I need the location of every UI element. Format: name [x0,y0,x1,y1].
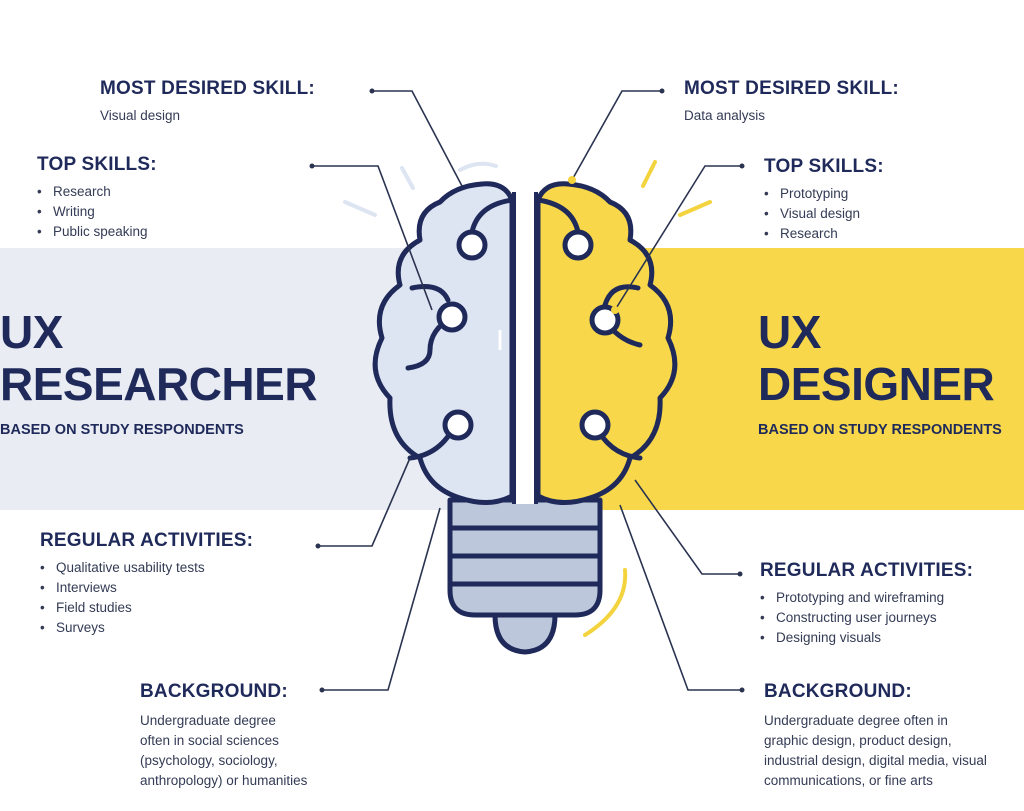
researcher-activities-block: REGULAR ACTIVITIES: Qualitative usabilit… [40,530,253,638]
ray-right-2 [678,200,712,217]
designer-role-block: UX DESIGNER BASED ON STUDY RESPONDENTS [758,306,1002,438]
researcher-top-skills-block: TOP SKILLS: Research Writing Public spea… [37,154,157,242]
ray-left-2 [343,200,377,217]
list-item: Qualitative usability tests [40,558,253,578]
connector-activities-right [634,479,740,575]
designer-background-heading: BACKGROUND: [764,681,912,702]
designer-role-line2: DESIGNER [758,358,995,410]
text-line: (psychology, sociology, [140,753,278,768]
researcher-desired-block: MOST DESIRED SKILL: Visual design [100,78,315,123]
brain-right-hemisphere [535,181,678,505]
designer-activities-block: REGULAR ACTIVITIES: Prototyping and wire… [760,560,973,648]
text-line: industrial design, digital media, visual [764,753,987,768]
list-item: Interviews [40,578,253,598]
list-item: Designing visuals [760,628,973,648]
designer-role-line1: UX [758,306,821,358]
researcher-role-line2: RESEARCHER [0,358,318,410]
researcher-desired-value: Visual design [100,108,181,123]
connector-desired-left [372,90,463,187]
ray-right-1 [641,160,657,188]
connector-activities-left [318,457,411,547]
researcher-background-heading: BACKGROUND: [140,681,288,702]
light-rays [343,160,712,637]
node-right-1 [562,229,594,261]
designer-role-sub: BASED ON STUDY RESPONDENTS [758,422,1002,438]
researcher-activities-list: Qualitative usability tests Interviews F… [40,558,253,638]
researcher-background-block: BACKGROUND: Undergraduate degree often i… [140,681,307,791]
researcher-activities-heading: REGULAR ACTIVITIES: [40,530,254,551]
designer-activities-heading: REGULAR ACTIVITIES: [760,560,974,581]
connector-dots [309,88,745,693]
researcher-top-skills-list: Research Writing Public speaking [37,182,157,242]
node-right-2 [589,304,621,336]
designer-top-skills-block: TOP SKILLS: Prototyping Visual design Re… [764,156,884,244]
researcher-desired-heading: MOST DESIRED SKILL: [100,78,315,99]
connector-background-right [619,504,742,691]
node-left-2 [436,301,468,333]
designer-top-heading: TOP SKILLS: [764,156,884,177]
researcher-background-text: Undergraduate degree often in social sci… [140,711,307,791]
brain-divider [514,192,536,504]
text-line: anthropology) or humanities [140,773,308,788]
researcher-role-block: UX RESEARCHER BASED ON STUDY RESPONDENTS [0,306,318,438]
connector-desired-right [571,90,662,181]
brain-left-hemisphere [372,181,515,505]
list-item: Visual design [764,204,884,224]
node-left-3 [442,409,474,441]
connector-lines [312,90,742,691]
ray-top-left [458,161,498,172]
bulb-base [447,497,603,655]
connector-top-right [614,165,742,311]
researcher-top-heading: TOP SKILLS: [37,154,157,175]
text-line: often in social sciences [140,733,279,748]
list-item: Prototyping and wireframing [760,588,973,608]
connector-top-left [312,165,433,311]
list-item: Field studies [40,598,253,618]
designer-desired-heading: MOST DESIRED SKILL: [684,78,899,99]
designer-activities-list: Prototyping and wireframing Constructing… [760,588,973,648]
researcher-role-line1: UX [0,306,63,358]
circuit-nodes-right [562,229,621,441]
designer-desired-value: Data analysis [684,108,766,123]
list-item: Prototyping [764,184,884,204]
list-item: Constructing user journeys [760,608,973,628]
connector-background-left [322,507,441,691]
list-item: Research [764,224,884,244]
list-item: Writing [37,202,157,222]
designer-background-block: BACKGROUND: Undergraduate degree often i… [764,681,987,791]
circuit-nodes-left [436,229,488,441]
designer-top-skills-list: Prototyping Visual design Research [764,184,884,244]
designer-desired-block: MOST DESIRED SKILL: Data analysis [684,78,899,123]
list-item: Surveys [40,618,253,638]
connector-accent-dots [568,176,619,314]
text-line: Undergraduate degree often in [764,713,948,728]
researcher-role-sub: BASED ON STUDY RESPONDENTS [0,422,244,438]
list-item: Public speaking [37,222,157,242]
ray-bottom-right [583,568,628,637]
text-line: graphic design, product design, [764,733,952,748]
list-item: Research [37,182,157,202]
designer-background-text: Undergraduate degree often in graphic de… [764,711,987,791]
text-line: Undergraduate degree [140,713,276,728]
node-right-3 [579,409,611,441]
ray-left-1 [400,166,415,190]
text-line: communications, or fine arts [764,773,933,788]
node-left-1 [456,229,488,261]
